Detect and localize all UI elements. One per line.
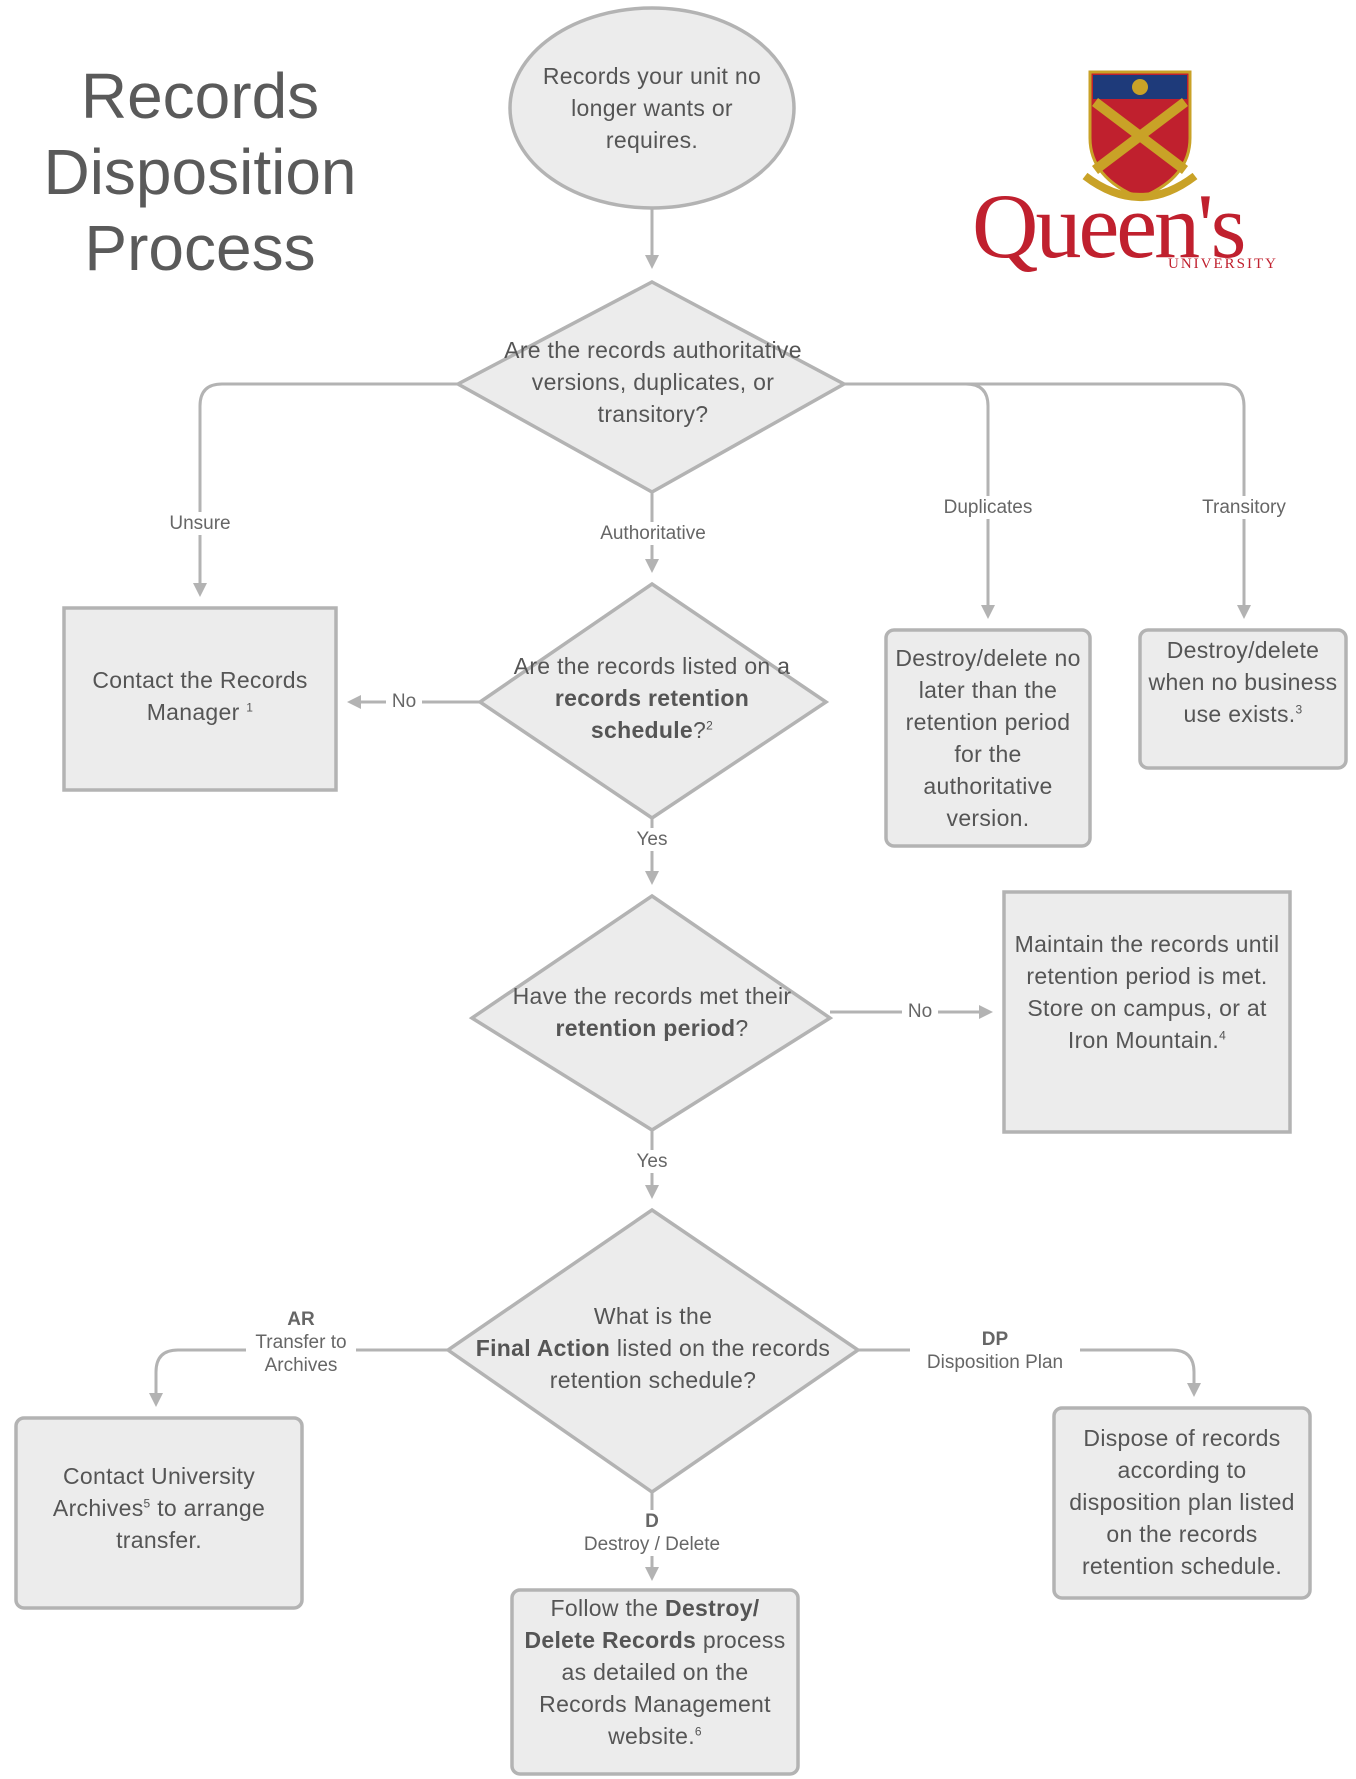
crest-saltire	[1091, 98, 1189, 174]
label-yes-q2: Yes	[628, 828, 676, 851]
maintain-records-text: Maintain the records until retention per…	[1014, 931, 1280, 1053]
crest-crown	[1132, 79, 1148, 95]
maintain-records-box	[1002, 890, 1292, 1134]
decision-q1-text: Are the records authoritative versions, …	[504, 337, 802, 427]
contact-records-manager-text: Contact the Records Manager 1	[92, 667, 308, 725]
decision-q3-text: Have the records met their retention per…	[512, 983, 792, 1041]
crest-banner	[1082, 172, 1198, 201]
duplicates-destroy-box	[884, 628, 1092, 848]
dispose-plan-text: Dispose of records according to disposit…	[1069, 1425, 1295, 1579]
label-ar-code: AR	[287, 1309, 315, 1330]
label-yes-q3: Yes	[628, 1150, 676, 1173]
queens-crest-logo	[1082, 70, 1198, 201]
contact-archives-box	[14, 1416, 304, 1610]
dispose-plan-box	[1052, 1406, 1312, 1600]
label-no-q3: No	[902, 1000, 938, 1023]
label-d-code: D	[645, 1511, 659, 1532]
duplicates-destroy-text: Destroy/delete no later than the retenti…	[895, 645, 1081, 831]
footnote-3: 3	[1295, 702, 1303, 717]
logo-subtitle: UNIVERSITY	[1168, 256, 1278, 272]
contact-records-manager-box	[62, 606, 338, 792]
footnote-4: 4	[1219, 1028, 1227, 1043]
label-authoritative: Authoritative	[592, 522, 714, 545]
footnote-6: 6	[694, 1724, 702, 1739]
label-ar-text: Transfer to Archives	[255, 1332, 347, 1376]
label-ar: AR Transfer to Archives	[246, 1308, 356, 1377]
arrow-dp	[858, 1348, 1201, 1397]
logo-wordmark: Queen's	[972, 175, 1247, 277]
arrow-ar	[149, 1348, 448, 1407]
title-line-2: Disposition	[43, 136, 357, 208]
arrow-transitory	[844, 382, 1251, 619]
label-transitory: Transitory	[1194, 496, 1294, 519]
label-dp-text: Disposition Plan	[926, 1352, 1064, 1373]
label-d: D Destroy / Delete	[572, 1510, 732, 1556]
label-dp-code: DP	[981, 1329, 1009, 1350]
decision-q2-text: Are the records listed on a records rete…	[513, 653, 791, 743]
label-duplicates: Duplicates	[934, 496, 1042, 519]
label-dp: DP Disposition Plan	[910, 1328, 1080, 1374]
label-no-q2: No	[386, 690, 422, 713]
arrow-unsure	[193, 382, 458, 597]
decision-q4-text: What is the Final Action listed on the r…	[475, 1303, 831, 1393]
footnote-1: 1	[246, 700, 254, 715]
footnote-2: 2	[706, 718, 714, 733]
footnote-5: 5	[143, 1496, 151, 1511]
contact-archives-text: Contact University Archives5 to arrange …	[52, 1463, 266, 1553]
page-title: Records Disposition Process	[20, 58, 380, 286]
transitory-destroy-text: Destroy/delete when no business use exis…	[1148, 637, 1338, 727]
follow-destroy-box	[510, 1588, 800, 1776]
title-line-1: Records	[80, 60, 320, 132]
start-node-text: Records your unit no longer wants or req…	[542, 63, 762, 153]
label-unsure: Unsure	[160, 512, 240, 535]
title-line-3: Process	[84, 212, 316, 284]
label-d-text: Destroy / Delete	[583, 1534, 721, 1555]
transitory-destroy-box	[1138, 628, 1348, 770]
follow-destroy-text: Follow the Destroy/ Delete Records proce…	[524, 1595, 786, 1749]
